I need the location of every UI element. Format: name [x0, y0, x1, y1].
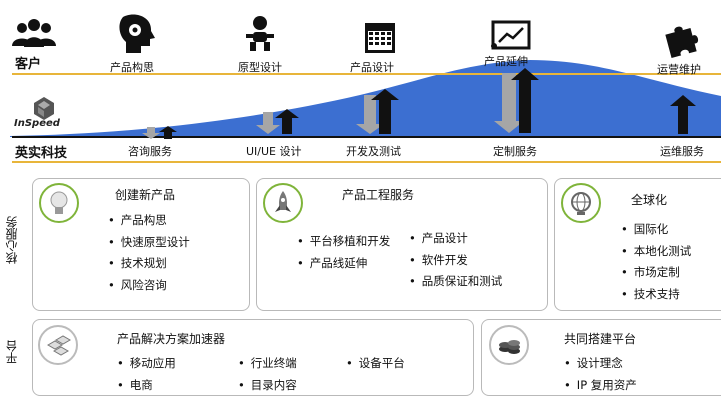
arrows-ops: [670, 95, 696, 134]
card-list-col2: 行业终端 目录内容: [238, 353, 297, 396]
card-list-col3: 设备平台: [346, 353, 405, 375]
phase-label-extension: 产品延伸: [484, 55, 528, 68]
card-title: 共同搭建平台: [564, 332, 637, 346]
phase-label-prototype: 原型设计: [238, 61, 282, 74]
service-label-consulting: 咨询服务: [128, 145, 172, 158]
baby-icon: [246, 16, 274, 51]
list-item: 品质保证和测试: [409, 271, 503, 293]
card-list: 国际化 本地化测试 市场定制 技术支持: [621, 219, 692, 306]
lifecycle-diagram: [10, 14, 721, 163]
cubes-badge: [38, 325, 78, 365]
list-item: 本地化测试: [621, 241, 692, 263]
customer-label: 客户: [15, 57, 42, 72]
card-title: 产品解决方案加速器: [117, 332, 226, 346]
phase-label-ideation: 产品构思: [110, 61, 154, 74]
inspeed-logo: [34, 97, 54, 120]
calendar-icon: [365, 23, 395, 53]
list-item: 市场定制: [621, 262, 691, 284]
list-item: 快速原型设计: [108, 232, 190, 254]
card-shared-platform: 共同搭建平台 设计理念 IP 复用资产: [481, 319, 721, 396]
arrows-dev-test: [356, 89, 399, 134]
card-list-left: 平台移植和开发 产品线延伸: [297, 231, 391, 275]
idea-head-icon: [119, 14, 155, 54]
list-item: 风险咨询: [108, 275, 190, 297]
list-item: 软件开发: [409, 250, 502, 272]
list-item: 产品构思: [108, 210, 190, 232]
service-label-custom: 定制服务: [493, 145, 537, 158]
list-item: 行业终端: [238, 353, 297, 375]
lightbulb-icon: [50, 191, 68, 214]
list-item: 设备平台: [346, 353, 405, 375]
card-new-product: 创建新产品 产品构思 快速原型设计 技术规划 风险咨询: [32, 178, 250, 311]
card-list: 设计理念 IP 复用资产: [564, 353, 637, 396]
list-item: 目录内容: [238, 375, 297, 397]
card-title: 创建新产品: [115, 188, 176, 202]
list-item: 电商: [117, 375, 176, 397]
company-name: 英实科技: [15, 146, 68, 161]
list-item: 平台移植和开发: [297, 231, 391, 253]
coins-icon: [499, 340, 520, 354]
service-label-dev-test: 开发及测试: [346, 145, 401, 158]
phase-label-operation: 运营维护: [657, 63, 701, 76]
cubes-icon: [46, 335, 72, 356]
platform-label: 平台: [5, 340, 19, 364]
people-icon: [12, 19, 56, 47]
list-item: 国际化: [621, 219, 691, 241]
arrows-consulting: [142, 126, 177, 139]
card-accelerator: 产品解决方案加速器 移动应用 电商 行业终端 目录内容 设备平台: [32, 319, 474, 396]
core-services-label: 核心服务: [5, 216, 19, 264]
arrows-custom: [494, 68, 539, 133]
globe-badge: [561, 183, 601, 223]
presentation-icon: [491, 20, 531, 50]
list-item: 设计理念: [564, 353, 637, 375]
list-item: 技术支持: [621, 284, 691, 306]
lightbulb-badge: [39, 183, 79, 223]
list-item: 移动应用: [117, 353, 176, 375]
phase-label-design: 产品设计: [350, 61, 394, 74]
card-global: 全球化 国际化 本地化测试 市场定制 技术支持: [554, 178, 721, 311]
arrows-ui-design: [256, 109, 299, 134]
card-engineering: 产品工程服务 平台移植和开发 产品线延伸 产品设计 软件开发 品质保证和测试: [256, 178, 548, 311]
rocket-badge: [263, 183, 303, 223]
inspeed-logo-text: InSpeed: [14, 118, 60, 129]
globe-icon: [571, 192, 591, 215]
coins-badge: [489, 325, 529, 365]
card-title: 产品工程服务: [342, 188, 415, 202]
list-item: 产品设计: [409, 228, 502, 250]
card-title: 全球化: [631, 193, 668, 207]
list-item: 产品线延伸: [297, 253, 390, 275]
list-item: 技术规划: [108, 253, 190, 275]
card-list-col1: 移动应用 电商: [117, 353, 176, 396]
card-list: 产品构思 快速原型设计 技术规划 风险咨询: [108, 210, 190, 296]
list-item: IP 复用资产: [564, 375, 637, 397]
service-label-ops: 运维服务: [660, 145, 704, 158]
card-list-right: 产品设计 软件开发 品质保证和测试: [409, 228, 503, 293]
rocket-icon: [275, 191, 291, 212]
service-label-ui-design: UI/UE 设计: [246, 145, 302, 158]
puzzle-icon: [665, 26, 699, 58]
